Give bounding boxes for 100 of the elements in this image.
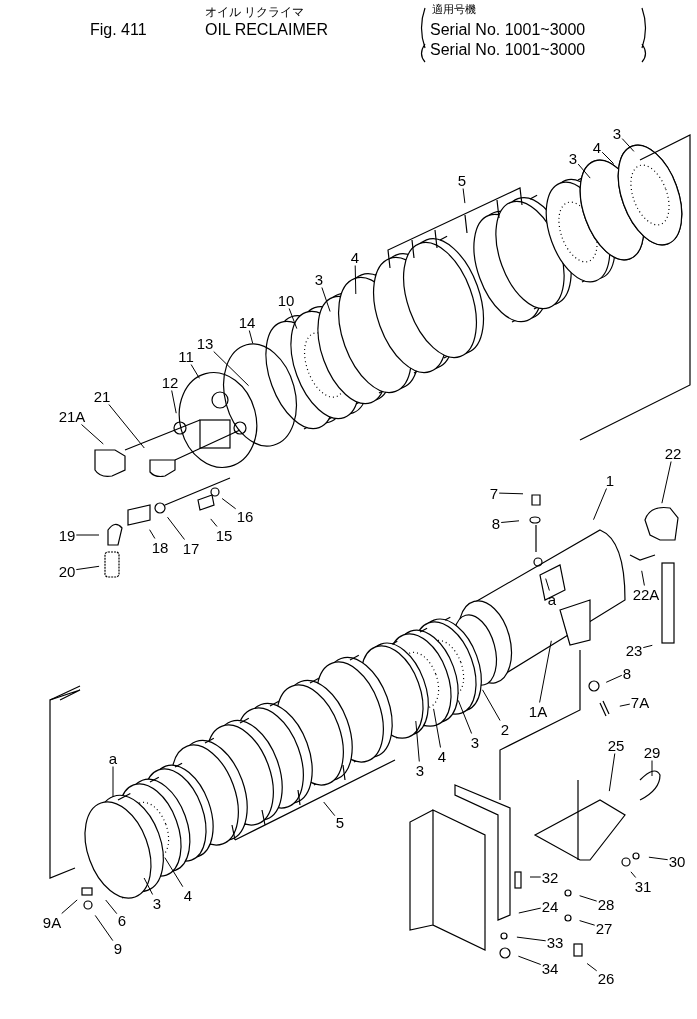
leader-line	[221, 498, 237, 510]
leader-line	[143, 877, 154, 895]
leader-line	[529, 876, 542, 878]
callout-number: 13	[195, 334, 215, 352]
leader-line	[415, 720, 420, 762]
leader-line	[545, 578, 550, 591]
callout-number: 29	[642, 743, 662, 761]
leader-line	[648, 856, 669, 861]
leader-line	[213, 351, 250, 387]
leader-line	[323, 801, 336, 817]
callout-number: 5	[334, 813, 346, 831]
leader-line	[171, 390, 177, 414]
callout-number: 18	[150, 538, 170, 556]
serial-range: Serial No. 1001~3000	[430, 22, 586, 38]
callout-number: 8	[621, 664, 633, 682]
leader-line	[642, 644, 653, 649]
callout-number: 7A	[629, 693, 651, 711]
callout-number: 7	[488, 484, 500, 502]
callout-number: 26	[596, 969, 616, 987]
callout-number: 14	[237, 313, 257, 331]
callout-number: 5	[456, 171, 468, 189]
callout-number: 9	[112, 939, 124, 957]
leader-line	[61, 899, 78, 914]
diagram-title: OIL RECLAIMER	[205, 22, 328, 38]
katakana-part-name: オイル リクライマ	[205, 6, 305, 18]
callout-number: 32	[540, 868, 560, 886]
leader-line	[586, 963, 598, 972]
callout-number: 33	[545, 933, 565, 951]
callout-number: 11	[177, 347, 195, 365]
callout-number: 20	[57, 562, 77, 580]
leader-line	[149, 529, 156, 539]
callout-number: a	[107, 749, 119, 767]
leader-line	[248, 330, 254, 344]
leader-line	[462, 188, 466, 204]
callout-number: 12	[160, 373, 180, 391]
leader-line	[498, 492, 524, 495]
leader-line	[605, 674, 623, 683]
leader-line	[167, 516, 185, 540]
callout-number: 3	[567, 149, 579, 167]
leader-line	[81, 424, 104, 445]
leader-line	[641, 570, 645, 586]
leader-line	[661, 461, 672, 504]
leader-line	[288, 308, 298, 330]
callout-number: 22	[663, 444, 683, 462]
callout-number: 31	[633, 877, 653, 895]
callout-number: 4	[349, 248, 361, 266]
applicable-models-heading: 適用号機	[432, 4, 476, 15]
callout-number: 3	[313, 270, 325, 288]
callout-number: 1	[604, 471, 616, 489]
callout-number: 3	[151, 894, 163, 912]
callout-number: 21	[92, 387, 112, 405]
leader-line	[516, 936, 547, 942]
callout-number: 27	[594, 919, 614, 937]
leader-line	[518, 907, 542, 914]
leader-line	[190, 364, 200, 379]
callout-number: 28	[596, 895, 616, 913]
leader-line	[482, 689, 501, 721]
leader-line	[94, 914, 114, 942]
leader-line	[164, 857, 184, 888]
leader-line	[321, 287, 331, 312]
callout-number: 4	[591, 138, 603, 156]
callout-number: a	[546, 590, 558, 608]
callout-number: 10	[276, 291, 296, 309]
callout-number: 22A	[631, 585, 661, 603]
callout-number: 3	[414, 761, 426, 779]
leader-line	[105, 899, 118, 915]
leader-line	[608, 753, 616, 792]
callout-number: 3	[611, 124, 623, 142]
leader-line	[579, 895, 598, 902]
callout-number: 8	[490, 514, 502, 532]
callout-number: 6	[116, 911, 128, 929]
figure-number: Fig. 411	[90, 22, 147, 38]
callout-number: 16	[235, 507, 255, 525]
callout-number: 17	[181, 539, 201, 557]
callout-number: 4	[182, 886, 194, 904]
leader-line	[500, 520, 520, 523]
leader-line	[601, 151, 615, 165]
callout-number: 21A	[57, 407, 87, 425]
serial-range: Serial No. 1001~3000	[430, 42, 586, 58]
callout-number: 23	[624, 641, 644, 659]
callout-number: 19	[57, 526, 77, 544]
leader-line	[75, 565, 100, 571]
leader-line	[210, 518, 218, 527]
leader-line	[354, 265, 357, 295]
leader-line	[539, 640, 552, 703]
leader-line	[630, 871, 637, 878]
callout-number: 30	[667, 852, 687, 870]
callout-number: 4	[436, 747, 448, 765]
leader-line	[621, 138, 635, 152]
leader-line	[517, 955, 542, 965]
leader-line	[577, 163, 591, 179]
leader-line	[433, 708, 441, 748]
callout-number: 2	[499, 720, 511, 738]
callout-number: 15	[214, 526, 234, 544]
callout-number: 25	[606, 736, 626, 754]
callout-number: 3	[469, 733, 481, 751]
leader-line	[593, 488, 607, 521]
leader-line	[75, 534, 100, 536]
leader-line	[619, 703, 631, 707]
leader-line	[579, 920, 596, 926]
